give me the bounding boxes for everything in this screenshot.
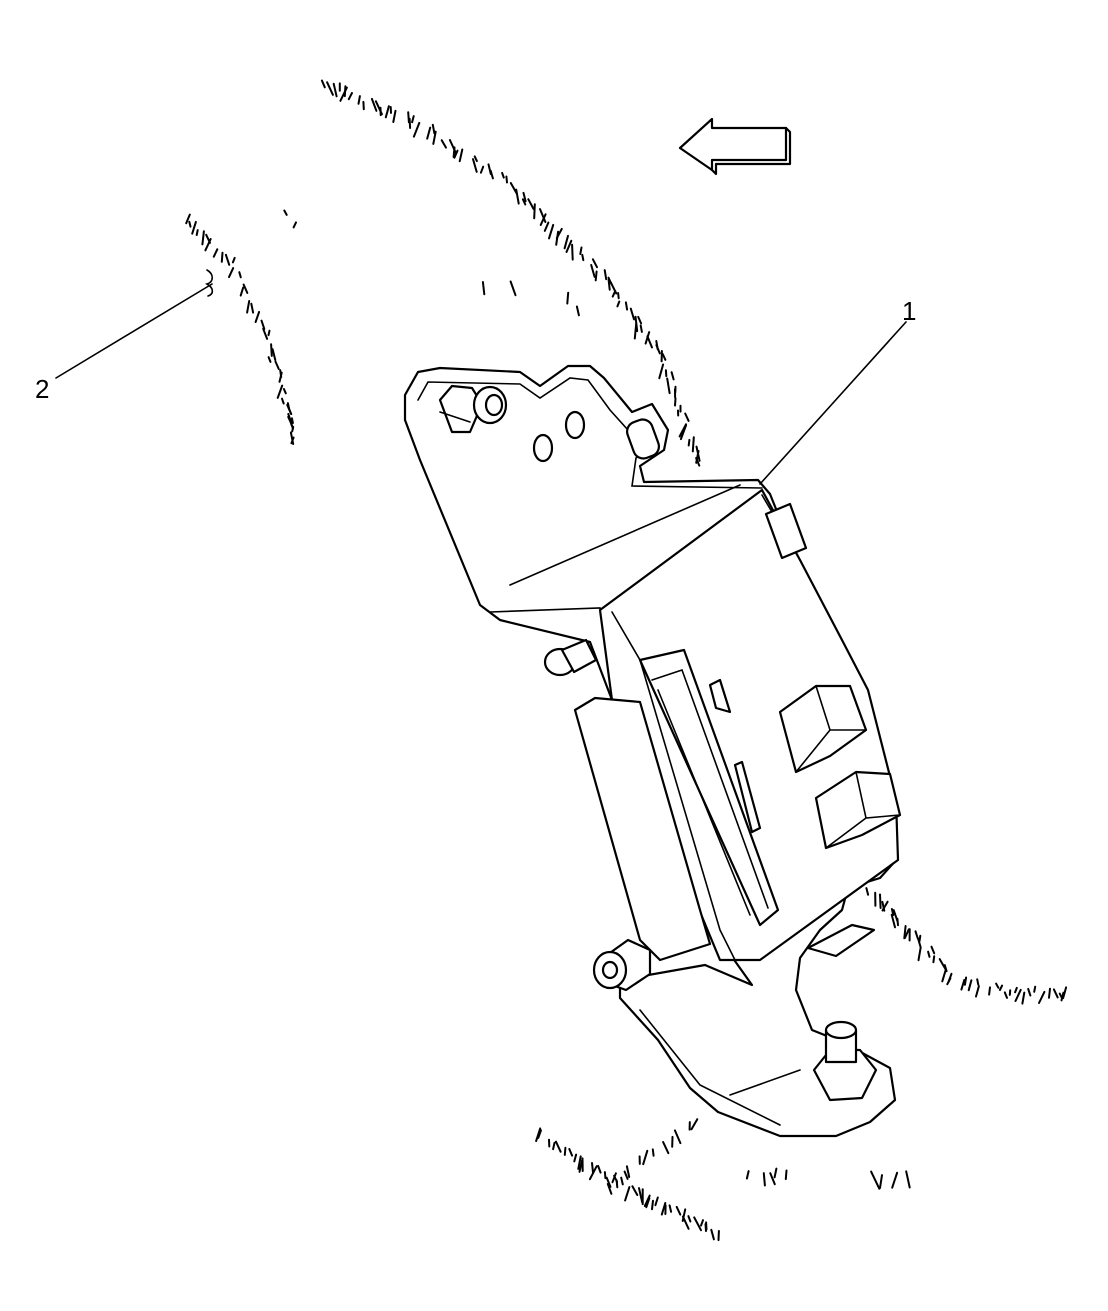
callout-2-label: 2 (35, 374, 49, 404)
callout-1-label: 1 (902, 296, 916, 326)
left-arrow-icon (678, 117, 792, 176)
connector-block (573, 696, 712, 962)
vehicle-panel-hatching-right (865, 887, 1068, 1005)
vehicle-panel-hatching-upper (283, 79, 701, 467)
lower-right-stud-nut (812, 1020, 878, 1102)
vehicle-panel-hatching-bottom (535, 1118, 911, 1242)
callout-1: 1 (759, 296, 916, 485)
vehicle-panel-hatching-left (185, 213, 295, 445)
lower-left-stud (592, 938, 652, 992)
callout-2: 2 (35, 269, 214, 404)
upper-stud-nut (438, 384, 508, 434)
